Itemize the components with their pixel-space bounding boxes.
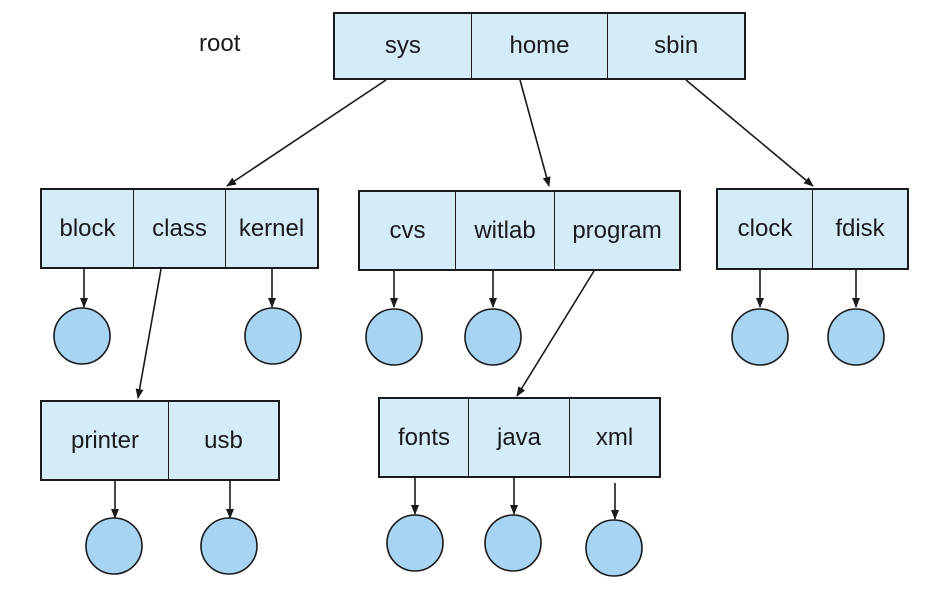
edge-class-to-class-dir <box>135 268 162 399</box>
file-leaf-usb <box>200 517 258 575</box>
entry-xml: xml <box>595 423 634 451</box>
edge-sys-to-sys-dir <box>226 79 387 187</box>
file-leaf-kernel <box>244 307 302 365</box>
file-leaf-cvs <box>365 308 423 366</box>
file-leaf-printer <box>85 517 143 575</box>
entry-java: java <box>469 399 570 476</box>
edge-sbin-to-sbin-dir <box>685 79 814 187</box>
entry-sbin: sbin <box>654 32 699 59</box>
directory-home: cvs witlab program <box>358 190 681 271</box>
entry-fdisk: fdisk <box>835 215 885 242</box>
root-label: root <box>199 30 241 57</box>
entry-block: block <box>42 190 134 267</box>
file-leaf-fonts <box>386 514 444 572</box>
edge-program-to-program-dir <box>516 270 595 397</box>
file-leaf-xml <box>585 519 643 577</box>
entry-witlab: witlab <box>456 192 555 269</box>
entry-usb: usb <box>204 426 243 454</box>
entry-sys: sys <box>335 14 472 78</box>
entry-printer: printer <box>42 402 169 479</box>
entry-class: class <box>134 190 226 267</box>
file-leaf-java <box>484 514 542 572</box>
entry-kernel: kernel <box>238 214 305 242</box>
entry-cvs: cvs <box>360 192 456 269</box>
file-leaf-block <box>53 307 111 365</box>
file-leaf-clock <box>731 308 789 366</box>
entry-program: program <box>572 216 662 244</box>
file-leaf-fdisk <box>827 308 885 366</box>
edge-home-to-home-dir <box>519 79 551 187</box>
entry-clock: clock <box>718 190 813 268</box>
directory-program: fonts java xml <box>378 397 661 478</box>
entry-fonts: fonts <box>380 399 469 476</box>
entry-home: home <box>472 14 609 78</box>
directory-sbin: clock fdisk <box>716 188 909 270</box>
directory-sys: block class kernel <box>40 188 319 269</box>
directory-class: printer usb <box>40 400 280 481</box>
directory-root: sys home sbin <box>333 12 746 80</box>
file-leaf-witlab <box>464 308 522 366</box>
